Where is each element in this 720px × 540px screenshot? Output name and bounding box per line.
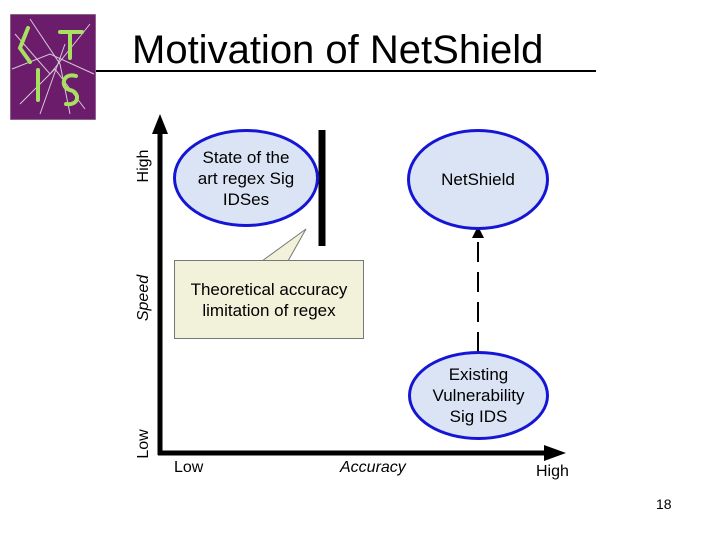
x-axis-arrow (544, 445, 566, 461)
node-netshield: NetShield (407, 129, 549, 230)
logo (10, 14, 96, 120)
y-high-label: High (135, 149, 152, 183)
improvement-arrowhead (472, 226, 484, 238)
y-axis-label: Speed (135, 274, 152, 322)
x-high-label: High (536, 463, 569, 480)
x-axis-label: Accuracy (340, 459, 406, 476)
y-low-label: Low (135, 429, 152, 459)
accuracy-limit-callout: Theoretical accuracy limitation of regex (174, 260, 364, 339)
page-number: 18 (656, 496, 672, 512)
x-low-label: Low (174, 459, 204, 476)
y-axis-arrow (152, 114, 168, 134)
title-rule (96, 70, 596, 72)
node-vulnerability-ids: Existing Vulnerability Sig IDS (408, 351, 549, 440)
node-regex-ids: State of the art regex Sig IDSes (173, 129, 319, 227)
callout-pointer (260, 228, 307, 262)
slide-title: Motivation of NetShield (132, 28, 544, 72)
